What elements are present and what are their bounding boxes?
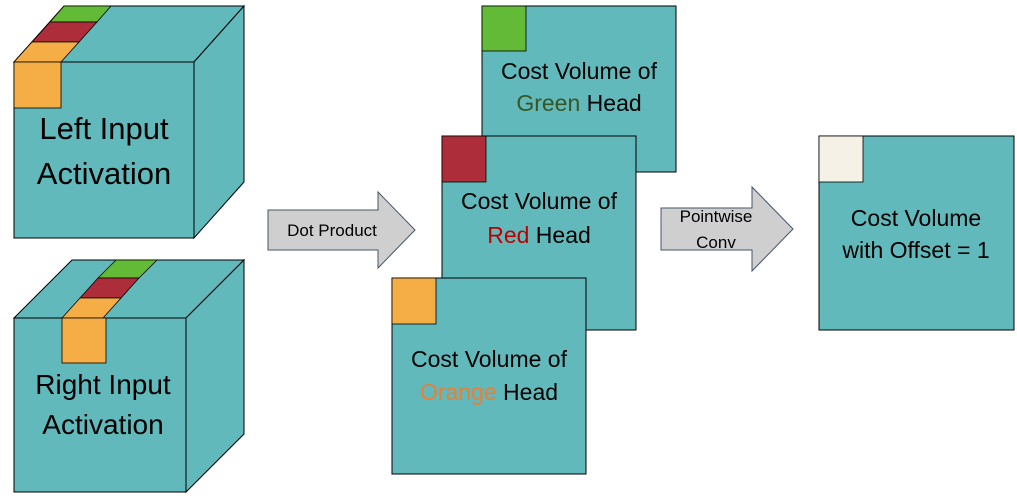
red-word: Red	[487, 222, 529, 248]
output-volume-label-line1: Cost Volume	[851, 205, 981, 231]
right-cube-label-line1: Right Input	[35, 369, 171, 400]
dot-product-label: Dot Product	[287, 221, 377, 240]
green-volume-label-line2: Green Head	[516, 90, 641, 116]
green-volume-corner-square	[481, 5, 527, 52]
right-cube-label-line2: Activation	[42, 409, 163, 440]
output-volume-corner-square	[818, 135, 864, 183]
red-volume-corner-square	[441, 135, 487, 183]
output-cost-volume: Cost Volume with Offset = 1	[818, 135, 1015, 331]
left-input-cube: Left Input Activation	[12, 4, 246, 240]
green-word: Green	[516, 90, 580, 116]
pointwise-conv-label-line2: Conv	[696, 233, 736, 252]
left-cube-label-line2: Activation	[37, 156, 171, 191]
dot-product-arrow-shape	[267, 190, 416, 270]
red-head-word: Head	[529, 222, 590, 248]
orange-volume-label-line2: Orange Head	[420, 379, 558, 405]
orange-word: Orange	[420, 379, 497, 405]
right-input-cube: Right Input Activation	[12, 258, 246, 494]
pointwise-conv-arrow: Pointwise Conv	[660, 185, 794, 273]
orange-cost-volume: Cost Volume of Orange Head	[391, 277, 587, 475]
pointwise-conv-arrow-shape	[660, 185, 794, 273]
green-volume-label-line1: Cost Volume of	[501, 58, 658, 84]
left-cube-orange-square	[13, 61, 62, 109]
orange-head-word: Head	[497, 379, 558, 405]
right-cube-orange-square	[61, 317, 107, 364]
output-volume-label-line2: with Offset = 1	[841, 237, 989, 263]
left-cube-label-line1: Left Input	[39, 111, 169, 146]
red-volume-label-line2: Red Head	[487, 222, 591, 248]
pointwise-conv-label-line1: Pointwise	[680, 207, 753, 226]
green-head-word: Head	[580, 90, 641, 116]
dot-product-arrow: Dot Product	[267, 190, 416, 270]
orange-volume-label-line1: Cost Volume of	[411, 346, 568, 372]
red-volume-label-line1: Cost Volume of	[461, 188, 618, 214]
orange-volume-corner-square	[391, 277, 437, 325]
